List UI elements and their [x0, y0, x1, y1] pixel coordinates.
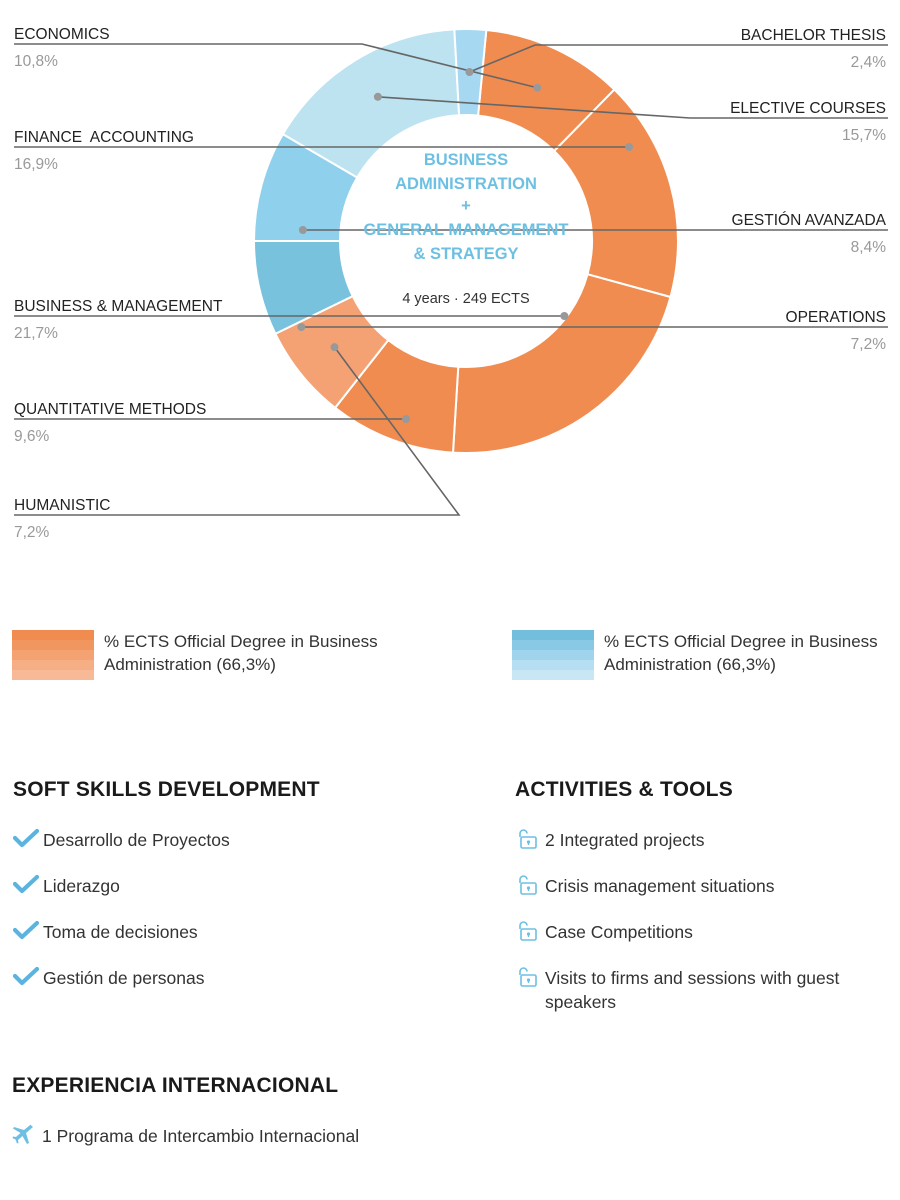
donut-chart: ECONOMICS 10,8% FINANCE ACCOUNTING 16,9% BUS… — [14, 26, 888, 541]
slice-label-1: ECONOMICS — [14, 26, 110, 43]
lock-icon — [515, 920, 545, 942]
check-icon — [12, 966, 43, 988]
legend-blue: % ECTS Official Degree in Business Admin… — [512, 630, 900, 680]
check-icon — [12, 874, 43, 896]
slice-value-7: 8,4% — [851, 239, 887, 256]
activities-title: ACTIVITIES & TOOLS — [515, 778, 733, 801]
list-item-label: 2 Integrated projects — [545, 830, 705, 850]
list-item: Gestión de personas — [12, 966, 453, 990]
swatch-band — [512, 630, 594, 640]
check-icon — [12, 828, 43, 850]
slice-label-4: QUANTITATIVE METHODS — [14, 401, 206, 418]
leader-dot-5 — [330, 343, 339, 352]
list-item-label: Visits to firms and sessions with guest … — [545, 968, 840, 1012]
leader-dot-4 — [401, 415, 410, 423]
slice-label-9: BACHELOR THESIS — [741, 27, 886, 44]
list-item-label: Liderazgo — [43, 876, 120, 896]
list-item-label: Crisis management situations — [545, 876, 775, 896]
leader-dot-3 — [560, 312, 569, 320]
legend-orange-swatch — [12, 630, 94, 680]
leader-dot-7 — [298, 226, 307, 234]
leader-dot-8 — [373, 92, 382, 101]
slice-value-1: 10,8% — [14, 53, 58, 70]
slice-label-6: OPERATIONS — [786, 309, 886, 326]
list-item: Visits to firms and sessions with guest … — [515, 966, 885, 1014]
slice-3 — [451, 273, 672, 454]
leader-dot-2 — [625, 143, 634, 151]
swatch-band — [512, 670, 594, 680]
slice-value-9: 2,4% — [851, 54, 887, 71]
leader-line-1 — [14, 43, 538, 89]
activities-section: ACTIVITIES & TOOLS 2 Integrated projects… — [515, 778, 885, 1036]
slice-label-7: GESTIÓN AVANZADA — [732, 212, 887, 229]
legend-orange: % ECTS Official Degree in Business Admin… — [12, 630, 404, 680]
international-list: 1 Programa de Intercambio Internacional — [12, 1124, 612, 1148]
lock-icon — [515, 874, 545, 896]
list-item-label: Desarrollo de Proyectos — [43, 830, 230, 850]
list-item-label: Case Competitions — [545, 922, 693, 942]
plane-icon — [12, 1124, 42, 1146]
swatch-band — [12, 640, 94, 650]
leader-dot-1 — [533, 83, 542, 92]
swatch-band — [12, 670, 94, 680]
slice-labels: ECONOMICS 10,8% FINANCE ACCOUNTING 16,9% BUS… — [14, 26, 887, 541]
swatch-band — [12, 660, 94, 670]
slice-label-5: HUMANISTIC — [14, 497, 110, 514]
leader-line-8 — [377, 96, 888, 119]
swatch-band — [512, 640, 594, 650]
soft-skills-title: SOFT SKILLS DEVELOPMENT — [13, 778, 320, 801]
slice-value-5: 7,2% — [14, 524, 50, 541]
list-item: 1 Programa de Intercambio Internacional — [12, 1124, 612, 1148]
list-item: Desarrollo de Proyectos — [12, 828, 453, 852]
list-item-label: Gestión de personas — [43, 968, 205, 988]
center-title-line-2: ADMINISTRATION — [395, 175, 537, 193]
legend-blue-swatch — [512, 630, 594, 680]
legend-orange-label: % ECTS Official Degree in Business Admin… — [104, 632, 378, 674]
list-item-label: Toma de decisiones — [43, 922, 198, 942]
soft-skills-section: SOFT SKILLS DEVELOPMENT Desarrollo de Pr… — [12, 778, 453, 1012]
leader-dot-6 — [297, 323, 306, 331]
leader-line-9 — [469, 44, 888, 73]
leader-lines — [14, 43, 888, 516]
international-title: EXPERIENCIA INTERNACIONAL — [12, 1074, 339, 1097]
donut-center: BUSINESS ADMINISTRATION + GENERAL MANAGEMEN… — [363, 151, 568, 307]
swatch-band — [512, 650, 594, 660]
slice-label-2: FINANCE ACCOUNTING — [14, 129, 194, 146]
slice-value-4: 9,6% — [14, 428, 50, 445]
center-title-line-4: GENERAL MANAGEMENT — [363, 221, 568, 239]
swatch-band — [12, 650, 94, 660]
donut-slices — [252, 28, 679, 454]
slice-value-6: 7,2% — [851, 336, 887, 353]
slice-value-2: 16,9% — [14, 156, 58, 173]
leader-dot-9 — [465, 68, 474, 77]
center-title-line-5: & STRATEGY — [413, 245, 518, 263]
center-title-line-1: BUSINESS — [424, 151, 508, 169]
legend-blue-label: % ECTS Official Degree in Business Admin… — [604, 632, 878, 674]
swatch-band — [12, 630, 94, 640]
list-item: Crisis management situations — [515, 874, 885, 898]
slice-label-3: BUSINESS & MANAGEMENT — [14, 298, 223, 315]
list-item: Toma de decisiones — [12, 920, 453, 944]
lock-icon — [515, 966, 545, 988]
swatch-band — [512, 660, 594, 670]
check-icon — [12, 920, 43, 942]
list-item: Liderazgo — [12, 874, 453, 898]
list-item: 2 Integrated projects — [515, 828, 885, 852]
lock-icon — [515, 828, 545, 850]
list-item: Case Competitions — [515, 920, 885, 944]
center-subtitle: 4 years · 249 ECTS — [402, 291, 529, 307]
slice-label-8: ELECTIVE COURSES — [730, 100, 886, 117]
list-item-label: 1 Programa de Intercambio Internacional — [42, 1126, 360, 1146]
international-section: EXPERIENCIA INTERNACIONAL 1 Programa de … — [12, 1074, 612, 1170]
leader-line-5 — [14, 346, 461, 516]
slice-value-8: 15,7% — [842, 127, 886, 144]
center-title-line-3: + — [461, 197, 471, 215]
slice-value-3: 21,7% — [14, 325, 58, 342]
